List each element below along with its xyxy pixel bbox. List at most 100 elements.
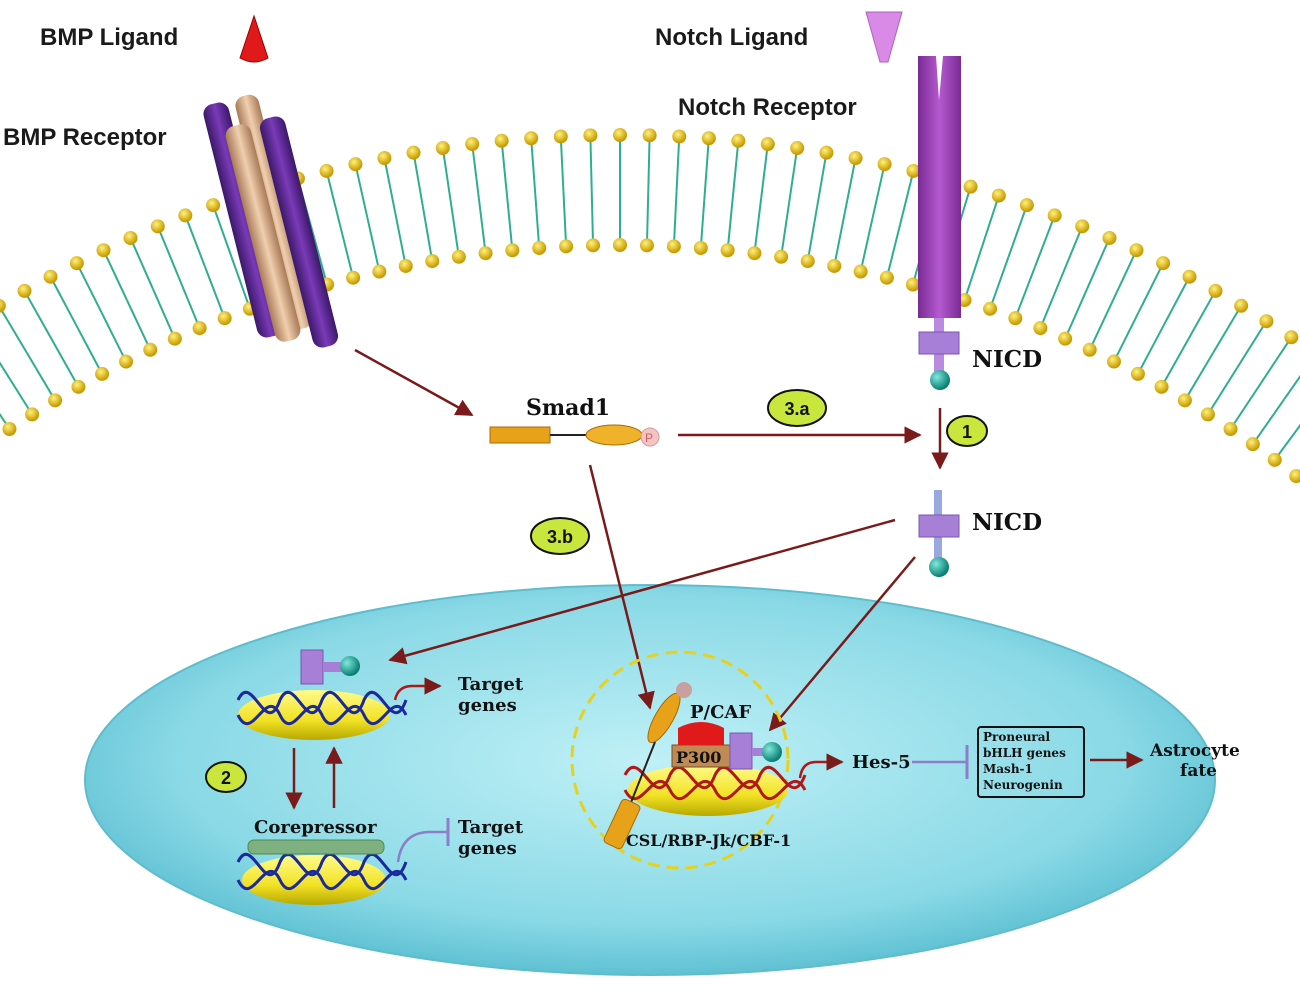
lipid-head	[586, 238, 601, 253]
lipid-head	[827, 258, 842, 273]
lipid-tail	[1137, 262, 1165, 313]
pcaf-label: P/CAF	[690, 702, 751, 723]
svg-text:3.a: 3.a	[784, 399, 810, 419]
lipid-head	[672, 129, 687, 144]
lipid-head	[701, 131, 716, 146]
lipid-tail	[500, 140, 508, 196]
lipid-tail	[477, 198, 487, 254]
lipid-tail	[1007, 204, 1028, 258]
lipid-head	[71, 379, 86, 394]
lipid-tail	[1229, 382, 1262, 430]
lipid-tail	[1088, 299, 1114, 351]
lipid-head	[905, 277, 920, 292]
svg-text:2: 2	[221, 768, 231, 788]
lipid-head	[25, 407, 40, 422]
lipid-tail	[816, 152, 828, 208]
lipid-tail	[383, 157, 397, 213]
lipid-tail	[506, 195, 514, 251]
lipid-tail	[963, 247, 983, 301]
lipid-tail	[753, 198, 763, 254]
lipid-head	[17, 283, 32, 298]
lipid-head	[1267, 452, 1282, 467]
bmp-receptor	[203, 94, 339, 348]
badge-step-1: 1	[946, 415, 988, 447]
nicd-cytoplasmic-domain	[918, 490, 960, 577]
lipid-head	[435, 140, 450, 155]
lipid-head	[494, 133, 509, 148]
lipid-head	[1208, 283, 1223, 298]
corepressor-label: Corepressor	[254, 817, 377, 838]
lipid-head	[1047, 208, 1062, 223]
lipid-head	[848, 151, 863, 166]
lipid-tail	[780, 202, 791, 257]
lipid-tail	[1273, 423, 1300, 461]
lipid-tail	[871, 163, 886, 219]
lipid-head	[1156, 256, 1171, 271]
lipid-tail	[672, 191, 678, 247]
lipid-tail	[449, 202, 460, 257]
lipid-head	[800, 254, 815, 269]
lipid-head	[731, 133, 746, 148]
lipid-head	[1129, 243, 1144, 258]
lipid-tail	[49, 276, 78, 326]
lipid-tail	[1283, 374, 1300, 400]
lipid-head	[178, 208, 193, 223]
lipid-tail	[645, 190, 650, 246]
lipid-tail	[1160, 338, 1190, 388]
lipid-tail	[366, 217, 381, 272]
lipid-tail	[699, 193, 706, 249]
lipid-tail	[806, 206, 819, 262]
lipid-head	[642, 128, 657, 143]
lipid-head	[69, 256, 84, 271]
lipid-tail	[394, 211, 407, 267]
lipid-tail	[1236, 320, 1268, 369]
lipid-head	[879, 270, 894, 285]
target-genes-1-line1: Target	[458, 674, 524, 695]
signal-arrows	[354, 348, 949, 732]
lipid-tail	[1064, 287, 1089, 340]
lipid-tail	[156, 225, 180, 278]
lipid-head	[1019, 198, 1034, 213]
target-genes-2-line1: Target	[458, 817, 524, 838]
lipid-head	[613, 128, 627, 142]
lipid-tail	[50, 338, 80, 388]
lipid-head	[524, 131, 539, 146]
lipid-head	[720, 243, 735, 258]
lipid-tail	[311, 231, 329, 285]
lipid-tail	[26, 352, 56, 401]
lipid-tail	[703, 138, 710, 194]
svg-text:1: 1	[962, 422, 972, 442]
lipid-tail	[675, 136, 681, 192]
lipid-tail	[1, 367, 33, 415]
lipid-tail	[1014, 266, 1036, 319]
lipid-tail	[1137, 324, 1165, 375]
lipid-tail	[23, 290, 53, 340]
lipid-tail	[0, 412, 11, 430]
lipid-head	[853, 264, 868, 279]
lipid-tail	[760, 143, 769, 199]
lipid-head	[1284, 330, 1299, 345]
lipid-head	[1008, 311, 1023, 326]
lipid-head	[192, 321, 207, 336]
lipid-head	[790, 140, 805, 155]
lipid-head	[48, 393, 63, 408]
lipid-tail	[1162, 276, 1191, 326]
lipid-head	[119, 354, 134, 369]
lipid-tail	[885, 224, 902, 278]
lipid-head	[991, 188, 1006, 203]
astrocyte-line2: fate	[1180, 761, 1217, 781]
lipid-tail	[1039, 276, 1063, 329]
lipid-head	[1033, 321, 1048, 336]
lipid-tail	[184, 215, 206, 268]
nicd-cytoplasm-label: NICD	[972, 509, 1042, 536]
nicd-membrane-domain	[918, 318, 960, 390]
smad1-label: Smad1	[526, 395, 610, 421]
lipid-head	[1223, 421, 1238, 436]
arrow-nicd-to-complex	[768, 556, 916, 732]
astrocyte-line1: Astrocyte	[1149, 741, 1240, 761]
lipid-head	[150, 219, 165, 234]
lipid-tail	[1252, 398, 1286, 445]
notch-ligand-icon	[865, 11, 903, 63]
lipid-tail	[212, 204, 233, 258]
lipid-head	[1177, 393, 1192, 408]
